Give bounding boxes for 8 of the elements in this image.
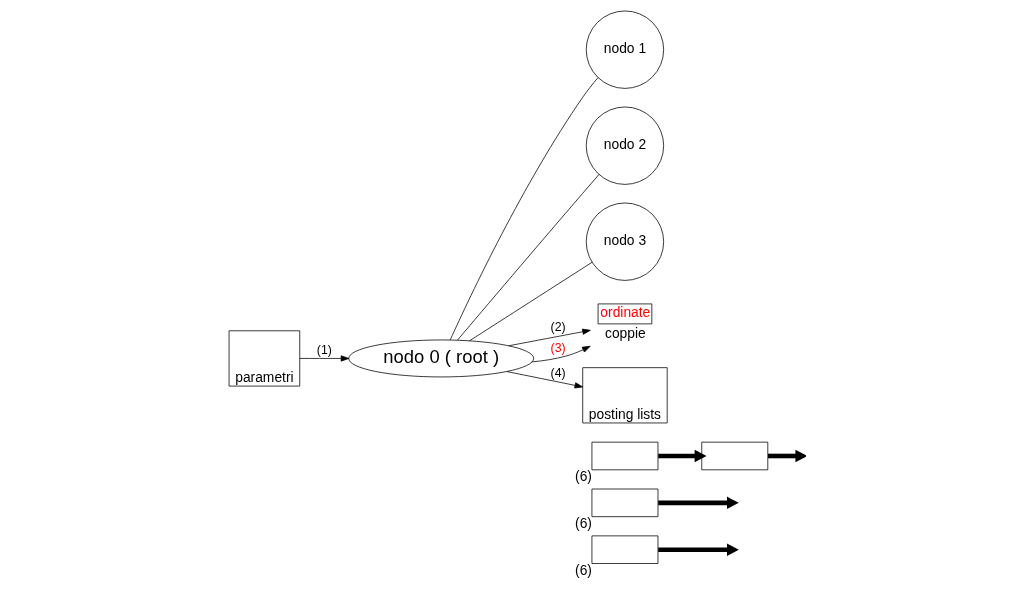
edge-label: (3) xyxy=(550,341,566,356)
edge-label: (2) xyxy=(550,320,566,335)
node-label: (6) xyxy=(575,467,592,484)
node-label: (6) xyxy=(575,561,592,578)
node-label: (6) xyxy=(575,514,592,531)
edge-label: (1) xyxy=(316,343,332,358)
node-label: coppie xyxy=(604,325,646,342)
edge-label: (4) xyxy=(550,365,566,380)
